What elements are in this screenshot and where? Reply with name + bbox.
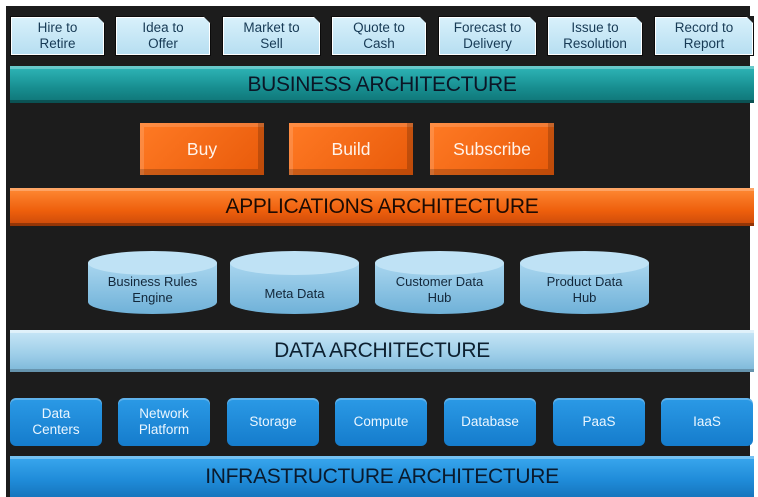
cylinder-icon [520, 251, 649, 314]
app-build: Build [289, 123, 413, 175]
data-store-label: Customer Data Hub [395, 274, 484, 305]
process-hire-to-retire: Hire to Retire [10, 16, 105, 56]
data-store-product-data-hub: Product Data Hub [519, 250, 650, 316]
infra-iaas: IaaS [661, 398, 753, 446]
process-idea-to-offer: Idea to Offer [115, 16, 211, 56]
process-issue-to-resolution: Issue to Resolution [547, 16, 643, 56]
infra-paas: PaaS [553, 398, 645, 446]
data-store-label: Product Data Hub [546, 274, 623, 305]
cylinder-icon [88, 251, 217, 314]
cylinder-icon [230, 251, 359, 314]
infra-data-centers: Data Centers [10, 398, 102, 446]
process-quote-to-cash: Quote to Cash [331, 16, 427, 56]
data-store-label: Meta Data [264, 286, 325, 301]
infra-storage: Storage [227, 398, 319, 446]
data-store-business-rules-engine: Business Rules Engine [87, 250, 218, 316]
cylinder-icon [375, 251, 504, 314]
business-architecture-bar: BUSINESS ARCHITECTURE [10, 66, 754, 103]
process-market-to-sell: Market to Sell [222, 16, 321, 56]
data-store-customer-data-hub: Customer Data Hub [374, 250, 505, 316]
infrastructure-architecture-bar: INFRASTRUCTURE ARCHITECTURE [10, 456, 754, 497]
data-store-meta-data: Meta Data [229, 250, 360, 316]
app-subscribe: Subscribe [430, 123, 554, 175]
infra-database: Database [444, 398, 536, 446]
process-record-to-report: Record to Report [654, 16, 754, 56]
infra-compute: Compute [335, 398, 427, 446]
app-buy: Buy [140, 123, 264, 175]
applications-architecture-bar: APPLICATIONS ARCHITECTURE [10, 188, 754, 226]
data-architecture-bar: DATA ARCHITECTURE [10, 330, 754, 372]
data-store-label: Business Rules Engine [107, 274, 198, 305]
process-forecast-to-delivery: Forecast to Delivery [438, 16, 537, 56]
infra-network-platform: Network Platform [118, 398, 210, 446]
